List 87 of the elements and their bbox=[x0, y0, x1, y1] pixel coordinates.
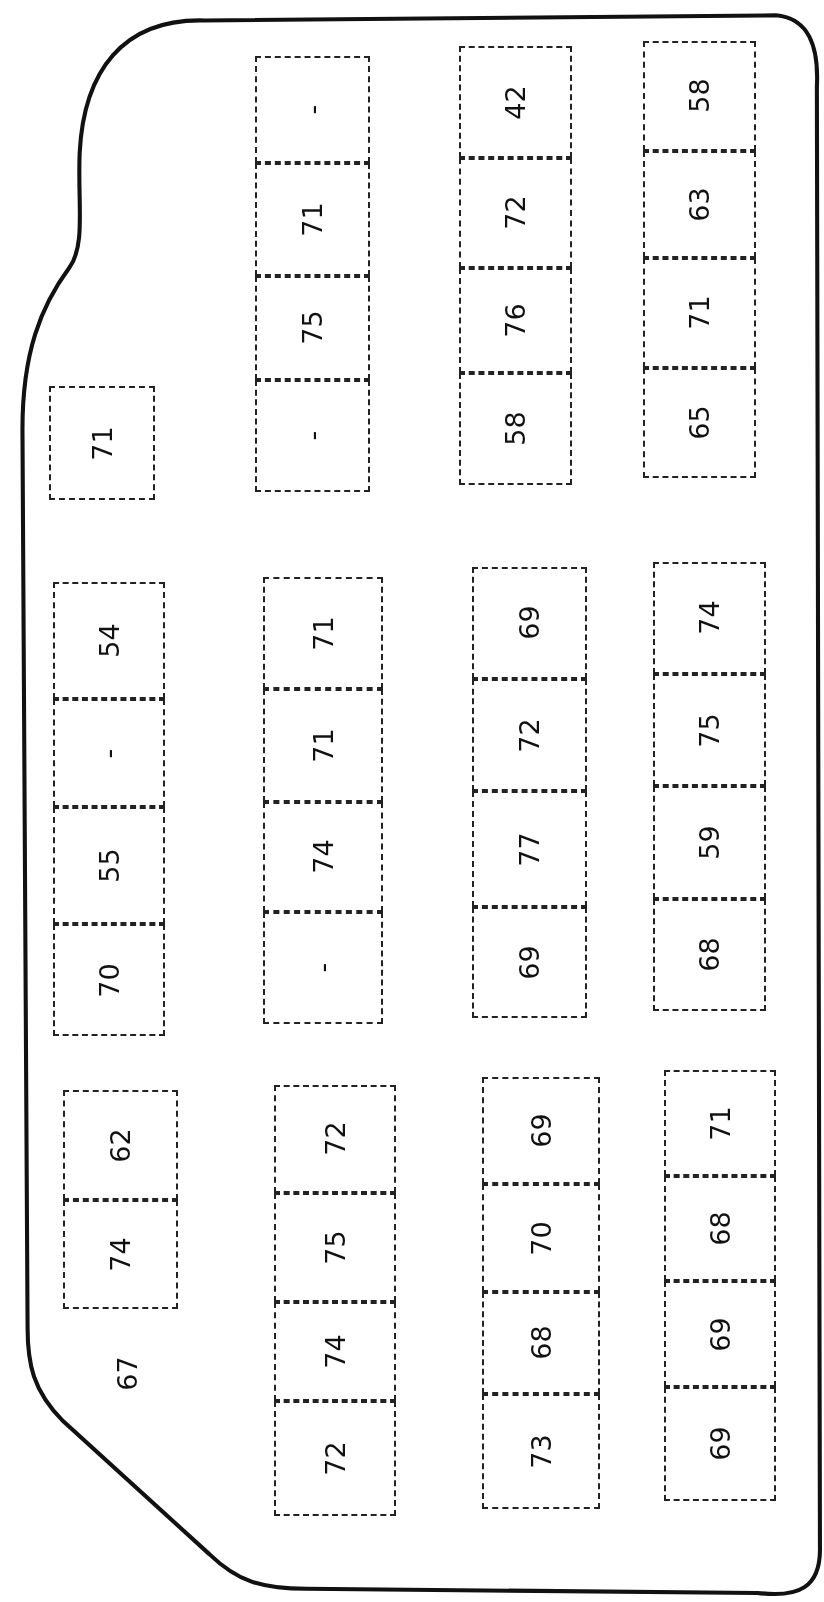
cell-value: 71 bbox=[307, 615, 339, 651]
plot-cell bbox=[643, 367, 756, 478]
plot-cell bbox=[459, 158, 572, 268]
cell-value: 72 bbox=[319, 1441, 351, 1476]
cell-value: 71 bbox=[296, 202, 328, 237]
plot-cell bbox=[459, 267, 572, 373]
cell-value: 62 bbox=[104, 1127, 136, 1163]
plot-cell bbox=[663, 1281, 776, 1387]
cell-value: - bbox=[93, 748, 125, 758]
cell-value: 69 bbox=[525, 1113, 557, 1148]
plot-cell bbox=[459, 45, 572, 159]
plot-cell bbox=[653, 673, 766, 787]
cell-value: 58 bbox=[500, 411, 532, 446]
cell-value: 71 bbox=[704, 1106, 736, 1141]
cell-value: - bbox=[296, 104, 328, 115]
cell-value: 77 bbox=[513, 831, 545, 867]
cell-value: 71 bbox=[307, 728, 339, 763]
plot-cell bbox=[653, 898, 766, 1011]
plot-cell bbox=[263, 911, 383, 1025]
plot-cell bbox=[481, 1291, 601, 1394]
plot-cell bbox=[653, 786, 766, 899]
plot-cell bbox=[53, 806, 166, 925]
plot-cell bbox=[273, 1085, 397, 1193]
cell-value: 71 bbox=[86, 425, 118, 461]
plot-cell bbox=[53, 924, 166, 1037]
plot-cell bbox=[663, 1176, 776, 1282]
cell-value: 70 bbox=[525, 1220, 557, 1256]
cell-value: - bbox=[307, 963, 339, 973]
plot-cell bbox=[255, 275, 370, 380]
cell-value: 58 bbox=[683, 78, 715, 114]
plot-cell bbox=[471, 566, 588, 679]
plot-cell bbox=[273, 1192, 397, 1302]
cell-value: 65 bbox=[683, 405, 715, 440]
cell-value: 69 bbox=[704, 1316, 736, 1352]
cell-value: 42 bbox=[500, 84, 532, 120]
cell-value: 75 bbox=[296, 310, 328, 345]
plot-cell bbox=[643, 258, 756, 368]
plot-cell bbox=[263, 576, 383, 690]
plot-cell bbox=[263, 801, 383, 912]
cell-value: 75 bbox=[694, 712, 726, 748]
plot-cell bbox=[471, 791, 588, 907]
cell-value: 73 bbox=[525, 1434, 557, 1469]
cell-value: 74 bbox=[307, 839, 339, 874]
plot-cell bbox=[53, 582, 166, 700]
cell-value: 59 bbox=[694, 825, 726, 860]
value-label: 67 bbox=[111, 1356, 143, 1391]
cell-value: 69 bbox=[704, 1426, 736, 1461]
cell-value: 72 bbox=[513, 718, 545, 753]
plot-cell bbox=[663, 1386, 776, 1501]
plot-cell bbox=[481, 1393, 601, 1510]
cell-value: 75 bbox=[319, 1230, 351, 1265]
plot-cell bbox=[273, 1301, 397, 1401]
plot-cell bbox=[63, 1199, 178, 1309]
plot-cell bbox=[53, 699, 166, 807]
plot-cell bbox=[643, 151, 756, 259]
cell-value: - bbox=[296, 431, 328, 441]
plot-cell bbox=[653, 561, 766, 674]
plot-cell bbox=[471, 906, 588, 1018]
plot-cell bbox=[255, 163, 370, 276]
cell-value: 63 bbox=[683, 187, 715, 222]
plot-cell bbox=[273, 1400, 397, 1517]
plot-cell bbox=[481, 1077, 601, 1185]
plot-cell bbox=[643, 40, 756, 152]
cell-value: 74 bbox=[104, 1237, 136, 1272]
cell-value: 68 bbox=[704, 1211, 736, 1246]
plot-cell bbox=[63, 1090, 178, 1200]
plot-cell bbox=[255, 56, 370, 164]
cell-value: 68 bbox=[525, 1325, 557, 1360]
cell-value: 71 bbox=[683, 295, 715, 331]
plot-cell bbox=[459, 372, 572, 485]
cell-value: 55 bbox=[93, 848, 125, 883]
cell-value: 69 bbox=[513, 945, 545, 980]
plot-cell bbox=[49, 385, 156, 501]
plot-cell bbox=[481, 1184, 601, 1292]
cell-value: 68 bbox=[694, 937, 726, 972]
plot-cell bbox=[263, 689, 383, 802]
cell-value: 72 bbox=[500, 195, 532, 231]
cell-value: 54 bbox=[93, 623, 125, 658]
cell-value: 70 bbox=[93, 963, 125, 998]
plot-cell bbox=[471, 679, 588, 792]
cell-value: 74 bbox=[319, 1334, 351, 1369]
cell-value: 72 bbox=[319, 1121, 351, 1157]
cell-value: 69 bbox=[513, 605, 545, 640]
plot-cell bbox=[255, 379, 370, 493]
plot-cell bbox=[663, 1070, 776, 1177]
cell-value: 76 bbox=[500, 302, 532, 338]
cell-value: 74 bbox=[694, 600, 726, 635]
